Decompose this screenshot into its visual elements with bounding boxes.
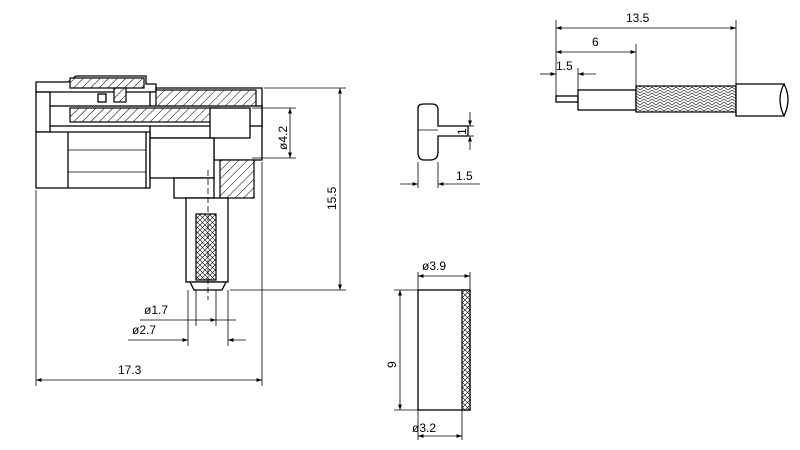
dim-label-13-5: 13.5 bbox=[626, 11, 650, 25]
dim-label-9: 9 bbox=[385, 361, 399, 368]
dim-label-1: 1 bbox=[455, 128, 469, 135]
contact-detail-view: 1 1.5 bbox=[400, 103, 480, 188]
dielectric-hatch bbox=[69, 107, 221, 123]
jacket-break bbox=[783, 83, 789, 117]
connector-dimensions: 17.3 15.5 ø4.2 ø1.7 ø2.7 bbox=[35, 87, 346, 386]
thread-hatch-top bbox=[69, 77, 145, 89]
screw-slot bbox=[97, 93, 107, 103]
cable-braid bbox=[635, 85, 737, 113]
dim-label-1-5-contact: 1.5 bbox=[456, 169, 473, 183]
cable-strip-view: 13.5 6 1.5 bbox=[540, 11, 789, 117]
center-conductor bbox=[555, 95, 579, 103]
dim-label-15-5: 15.5 bbox=[325, 186, 339, 210]
ferrule-knurl bbox=[461, 289, 471, 411]
vertical-body-hatch bbox=[219, 159, 255, 199]
dim-label-4-2: ø4.2 bbox=[276, 126, 290, 150]
dim-label-2-7: ø2.7 bbox=[132, 323, 156, 337]
insert-block bbox=[209, 107, 251, 139]
dim-label-1-5-strip: 1.5 bbox=[556, 59, 573, 73]
dim-label-3-2: ø3.2 bbox=[412, 421, 436, 435]
dim-label-3-9: ø3.9 bbox=[422, 259, 446, 273]
pin-knurl bbox=[195, 213, 217, 281]
ferrule-view: ø3.9 9 ø3.2 bbox=[385, 259, 471, 440]
body-upper-hatch bbox=[155, 89, 257, 109]
dim-label-1-7: ø1.7 bbox=[144, 303, 168, 317]
front-face bbox=[35, 91, 51, 133]
pin-tip bbox=[188, 281, 228, 291]
hex-nut bbox=[35, 131, 151, 189]
body-step bbox=[149, 137, 215, 179]
cable-jacket bbox=[735, 83, 786, 117]
set-screw bbox=[113, 87, 127, 103]
cable-dielectric bbox=[577, 89, 637, 111]
ferrule-body bbox=[417, 289, 471, 411]
dim-label-6: 6 bbox=[592, 35, 599, 49]
dim-label-17-3: 17.3 bbox=[118, 363, 142, 377]
connector-section-view bbox=[35, 75, 263, 300]
